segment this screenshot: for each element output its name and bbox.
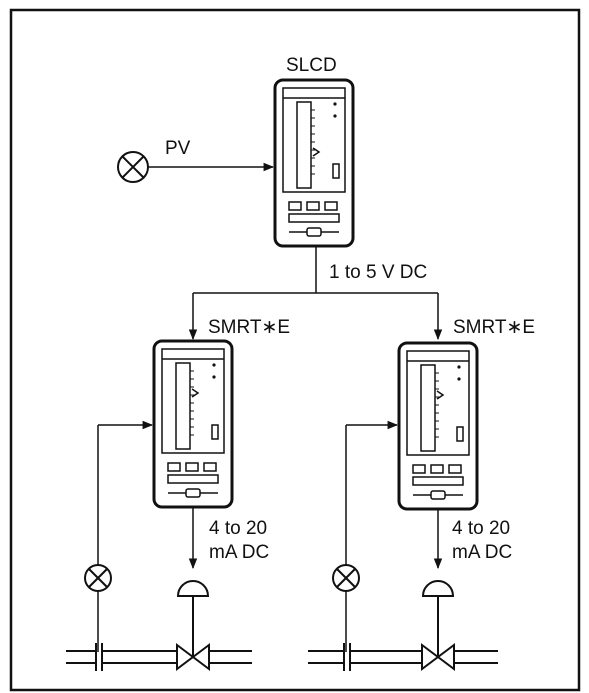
output-right-label-1: 4 to 20 [452, 518, 510, 539]
control-valve-right-icon [421, 580, 455, 671]
smrt-station-left [152, 339, 234, 509]
flow-sensor-left-icon [84, 564, 112, 592]
signal-bus-label: 1 to 5 V DC [329, 262, 427, 283]
output-right-label-2: mA DC [452, 542, 512, 563]
control-valve-left-icon [176, 580, 210, 671]
slcd-controller [273, 78, 355, 248]
output-left-label-2: mA DC [209, 542, 269, 563]
smrt-station-right [397, 341, 479, 511]
station-left-label: SMRT∗E [208, 317, 290, 338]
flow-sensor-right-icon [332, 564, 360, 592]
pipe-left [66, 643, 252, 671]
output-left-label-1: 4 to 20 [209, 518, 267, 539]
pipe-right [308, 643, 498, 671]
controller-label: SLCD [286, 55, 337, 76]
station-right-label: SMRT∗E [453, 317, 535, 338]
pv-label: PV [165, 138, 191, 159]
diagram-frame [9, 8, 581, 692]
pv-sensor-icon [117, 151, 149, 183]
